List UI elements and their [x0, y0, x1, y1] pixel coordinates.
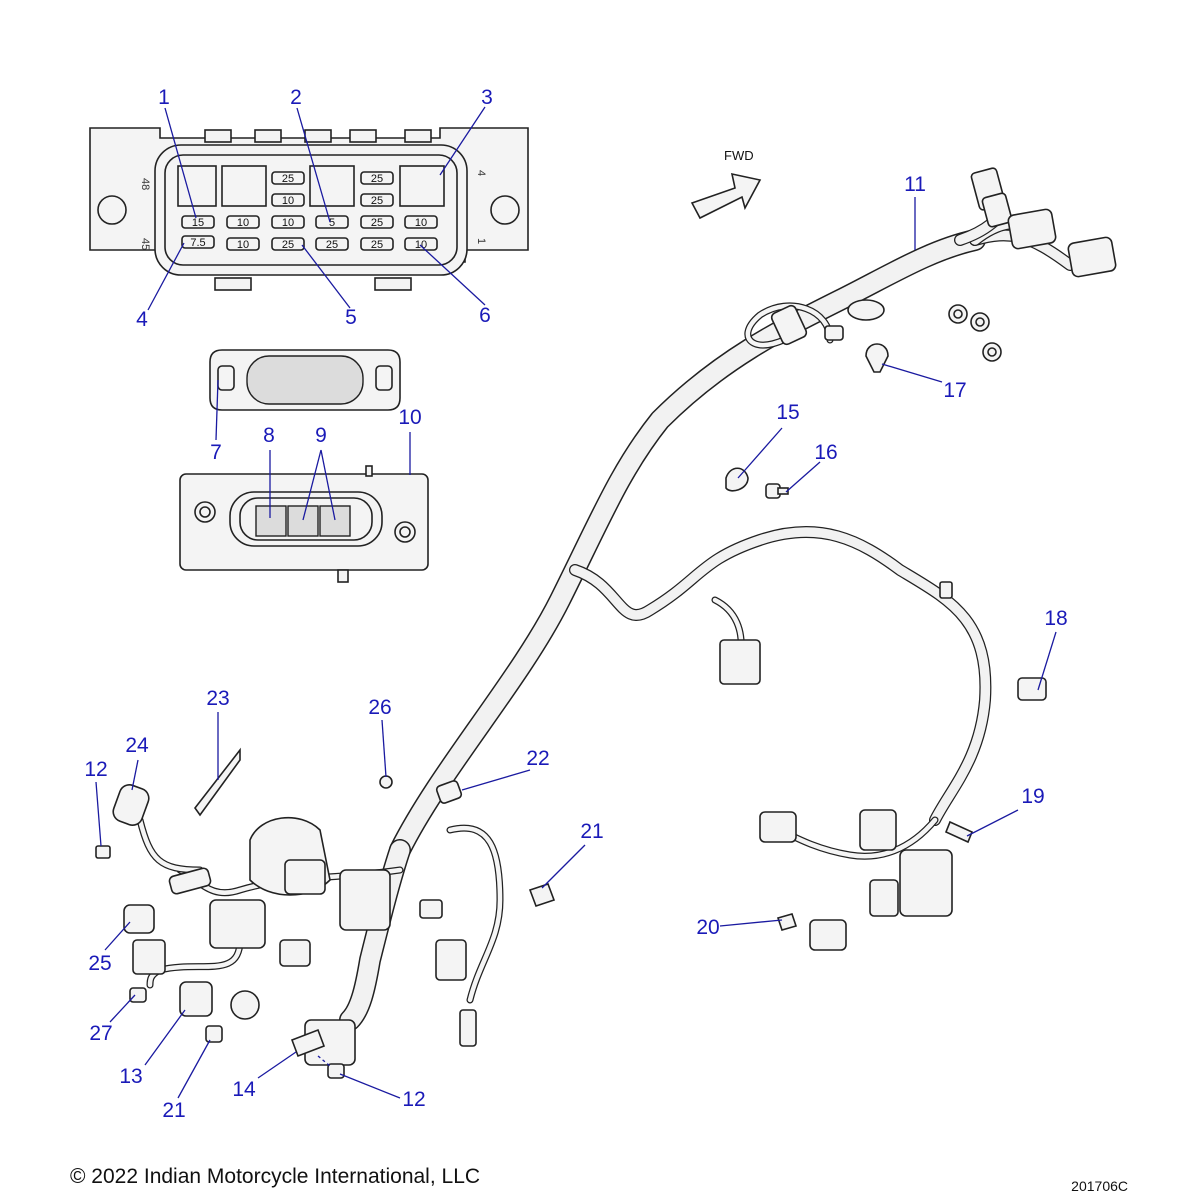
connector-27 — [129, 939, 166, 1003]
connector-18 — [1017, 677, 1047, 701]
callout-16: 16 — [814, 441, 837, 464]
pin-label-4: 4 — [475, 170, 487, 176]
front-harness — [136, 816, 504, 1066]
clip-15 — [725, 467, 749, 492]
callout-2: 2 — [290, 86, 302, 109]
fuse-7-5: 7.5 — [190, 237, 205, 249]
callout-17: 17 — [943, 379, 966, 402]
callout-24: 24 — [125, 734, 149, 757]
fuse-box-cover — [209, 349, 401, 411]
callout-1: 1 — [158, 86, 170, 109]
tape-23 — [194, 747, 241, 817]
callout-9: 9 — [315, 424, 327, 447]
fuse-15: 15 — [192, 217, 204, 229]
main-harness — [389, 167, 1117, 861]
callout-20: 20 — [696, 916, 719, 939]
fuse-10-c: 10 — [237, 217, 249, 229]
fuse-box: 48 45 4 1 25 10 10 25 25 25 25 25 5 25 — [89, 127, 529, 291]
leader-lines — [95, 106, 1057, 1099]
copyright-notice: © 2022 Indian Motorcycle International, … — [70, 1165, 481, 1188]
nuts-group — [948, 304, 1002, 362]
callout-5: 5 — [345, 306, 357, 329]
callout-numbers: 1 2 3 4 5 6 7 8 9 10 11 12 12 13 14 15 1… — [84, 86, 1067, 1122]
fuse-25-b: 25 — [282, 239, 294, 251]
fuse-10-a: 10 — [282, 195, 294, 207]
relay-13 — [179, 981, 213, 1017]
fuse-25-d: 25 — [371, 195, 383, 207]
callout-10: 10 — [398, 406, 421, 429]
fuse-25-c: 25 — [371, 173, 383, 185]
callout-3: 3 — [481, 86, 493, 109]
fuse-10-d: 10 — [237, 239, 249, 251]
callout-27: 27 — [89, 1022, 112, 1045]
pin-label-45: 45 — [139, 238, 151, 250]
fuse-5: 5 — [329, 217, 335, 229]
cap-25 — [123, 904, 155, 934]
ground-terminal — [865, 343, 889, 373]
terminal-12a — [95, 845, 111, 859]
callout-18: 18 — [1044, 607, 1067, 630]
callout-23: 23 — [206, 687, 229, 710]
callout-4: 4 — [136, 308, 148, 331]
sleeve-22 — [435, 780, 463, 804]
callout-11: 11 — [904, 173, 926, 196]
callout-7: 7 — [210, 441, 222, 464]
fuse-25-f: 25 — [371, 239, 383, 251]
connector-24 — [112, 784, 150, 826]
forward-direction-arrow: FWD — [690, 148, 762, 220]
callout-25: 25 — [88, 952, 111, 975]
fuse-25-g: 25 — [326, 239, 338, 251]
tape-19 — [944, 820, 974, 844]
connector-14 — [290, 1028, 326, 1058]
callout-21a: 21 — [580, 820, 603, 843]
terminal-21b — [205, 1025, 223, 1043]
callout-21b: 21 — [162, 1099, 185, 1122]
pin-label-48: 48 — [139, 178, 151, 190]
fuse-10-e: 10 — [415, 217, 427, 229]
clip-20 — [776, 913, 798, 931]
callout-12a: 12 — [84, 758, 107, 781]
callout-13: 13 — [119, 1065, 142, 1088]
callout-6: 6 — [479, 304, 491, 327]
fuse-10-b: 10 — [282, 217, 294, 229]
callout-12b: 12 — [402, 1088, 425, 1111]
fwd-label: FWD — [724, 148, 754, 163]
callout-19: 19 — [1021, 785, 1044, 808]
fuse-25-a: 25 — [282, 173, 294, 185]
callout-14: 14 — [232, 1078, 256, 1101]
terminal-12b — [327, 1063, 345, 1079]
rear-harness — [759, 809, 953, 951]
pin-label-1: 1 — [475, 238, 487, 244]
screw-16 — [765, 483, 789, 499]
bolt-26 — [379, 775, 393, 789]
clip-21a — [528, 882, 556, 908]
relay-holder — [179, 465, 429, 583]
callout-26: 26 — [368, 696, 391, 719]
callout-22: 22 — [526, 747, 549, 770]
callout-15: 15 — [776, 401, 799, 424]
fuse-25-e: 25 — [371, 217, 383, 229]
drawing-number: 201706C — [1071, 1178, 1128, 1194]
callout-8: 8 — [263, 424, 275, 447]
